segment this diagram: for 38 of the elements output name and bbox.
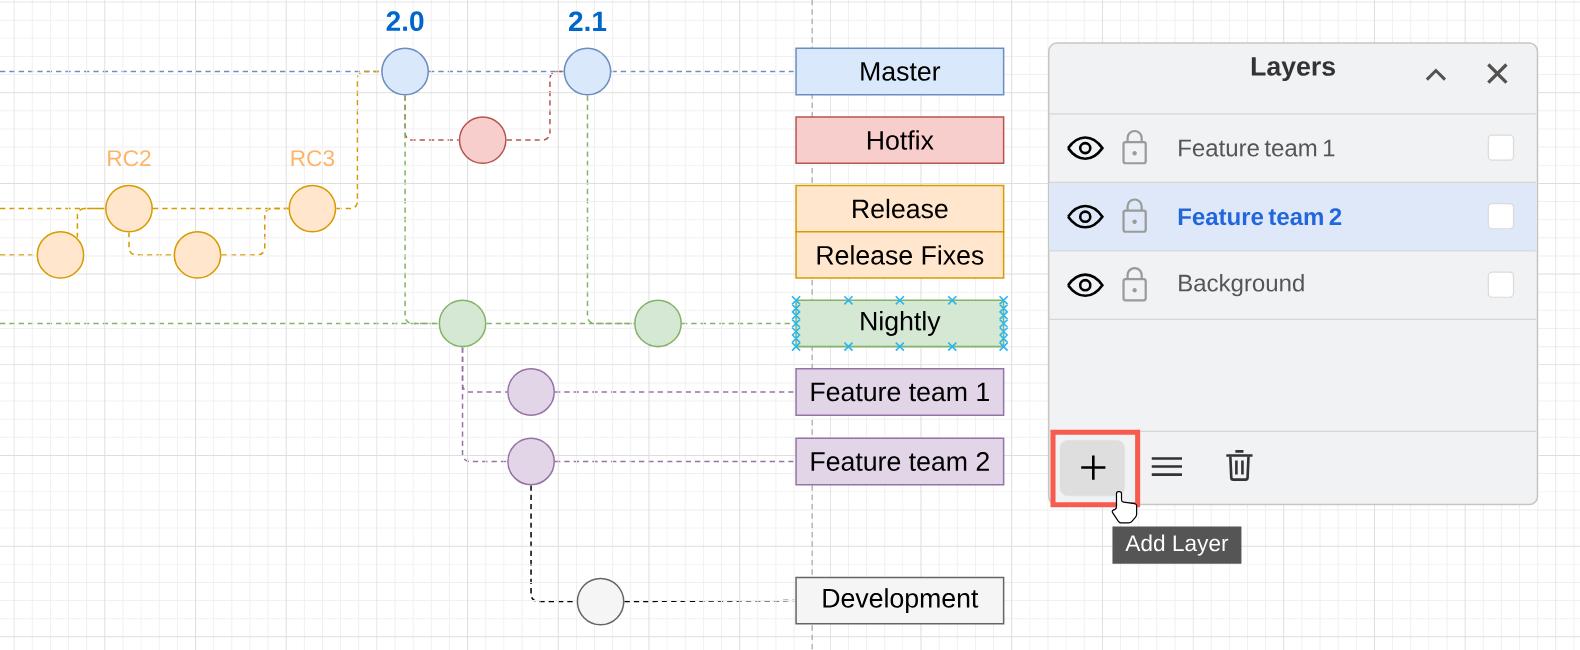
commit-circle <box>458 116 507 165</box>
commit-circle <box>563 47 612 96</box>
layer-row: Feature team 1 <box>1179 139 1335 157</box>
branch-label-box: Release Fixes <box>795 231 1005 279</box>
commit-circle <box>634 299 682 348</box>
branch-line <box>461 346 508 463</box>
branch-label-box: Development <box>795 576 1005 625</box>
commit-circle <box>288 184 337 233</box>
branch-line <box>220 207 290 256</box>
commit-circle <box>36 231 85 279</box>
tooltip: Add Layer <box>1112 526 1242 564</box>
branch-line <box>485 322 635 325</box>
branch-line <box>428 70 565 73</box>
branch-label-box: Feature team 1 <box>795 368 1005 416</box>
version-label: 2.1 <box>568 11 607 31</box>
version-label: RC2 <box>108 150 151 167</box>
branch-line <box>505 70 565 141</box>
version-label: RC3 <box>291 150 335 167</box>
branch-label-box: Release <box>795 184 1005 233</box>
branch-label-box: Hotfix <box>795 116 1005 165</box>
branch-line <box>586 94 635 325</box>
branch-label-box: Feature team 2 <box>795 437 1005 486</box>
branch-line <box>404 94 440 325</box>
layer-row: Background <box>1179 274 1304 297</box>
commit-circle <box>381 47 429 96</box>
layer-row: Feature team 2 <box>1049 182 1536 251</box>
commit-circle <box>105 184 153 233</box>
commit-circle <box>438 299 487 348</box>
branch-line <box>76 207 106 239</box>
commit-circle <box>507 437 555 486</box>
branch-line <box>0 207 106 210</box>
branch-label-box: Master <box>795 47 1005 96</box>
branch-line <box>335 70 382 210</box>
commit-circle <box>173 231 222 279</box>
branch-label-box: Nightly <box>795 299 1005 348</box>
version-label: 2.0 <box>386 11 424 32</box>
commit-circle <box>576 577 625 626</box>
commit-circle <box>507 368 555 416</box>
